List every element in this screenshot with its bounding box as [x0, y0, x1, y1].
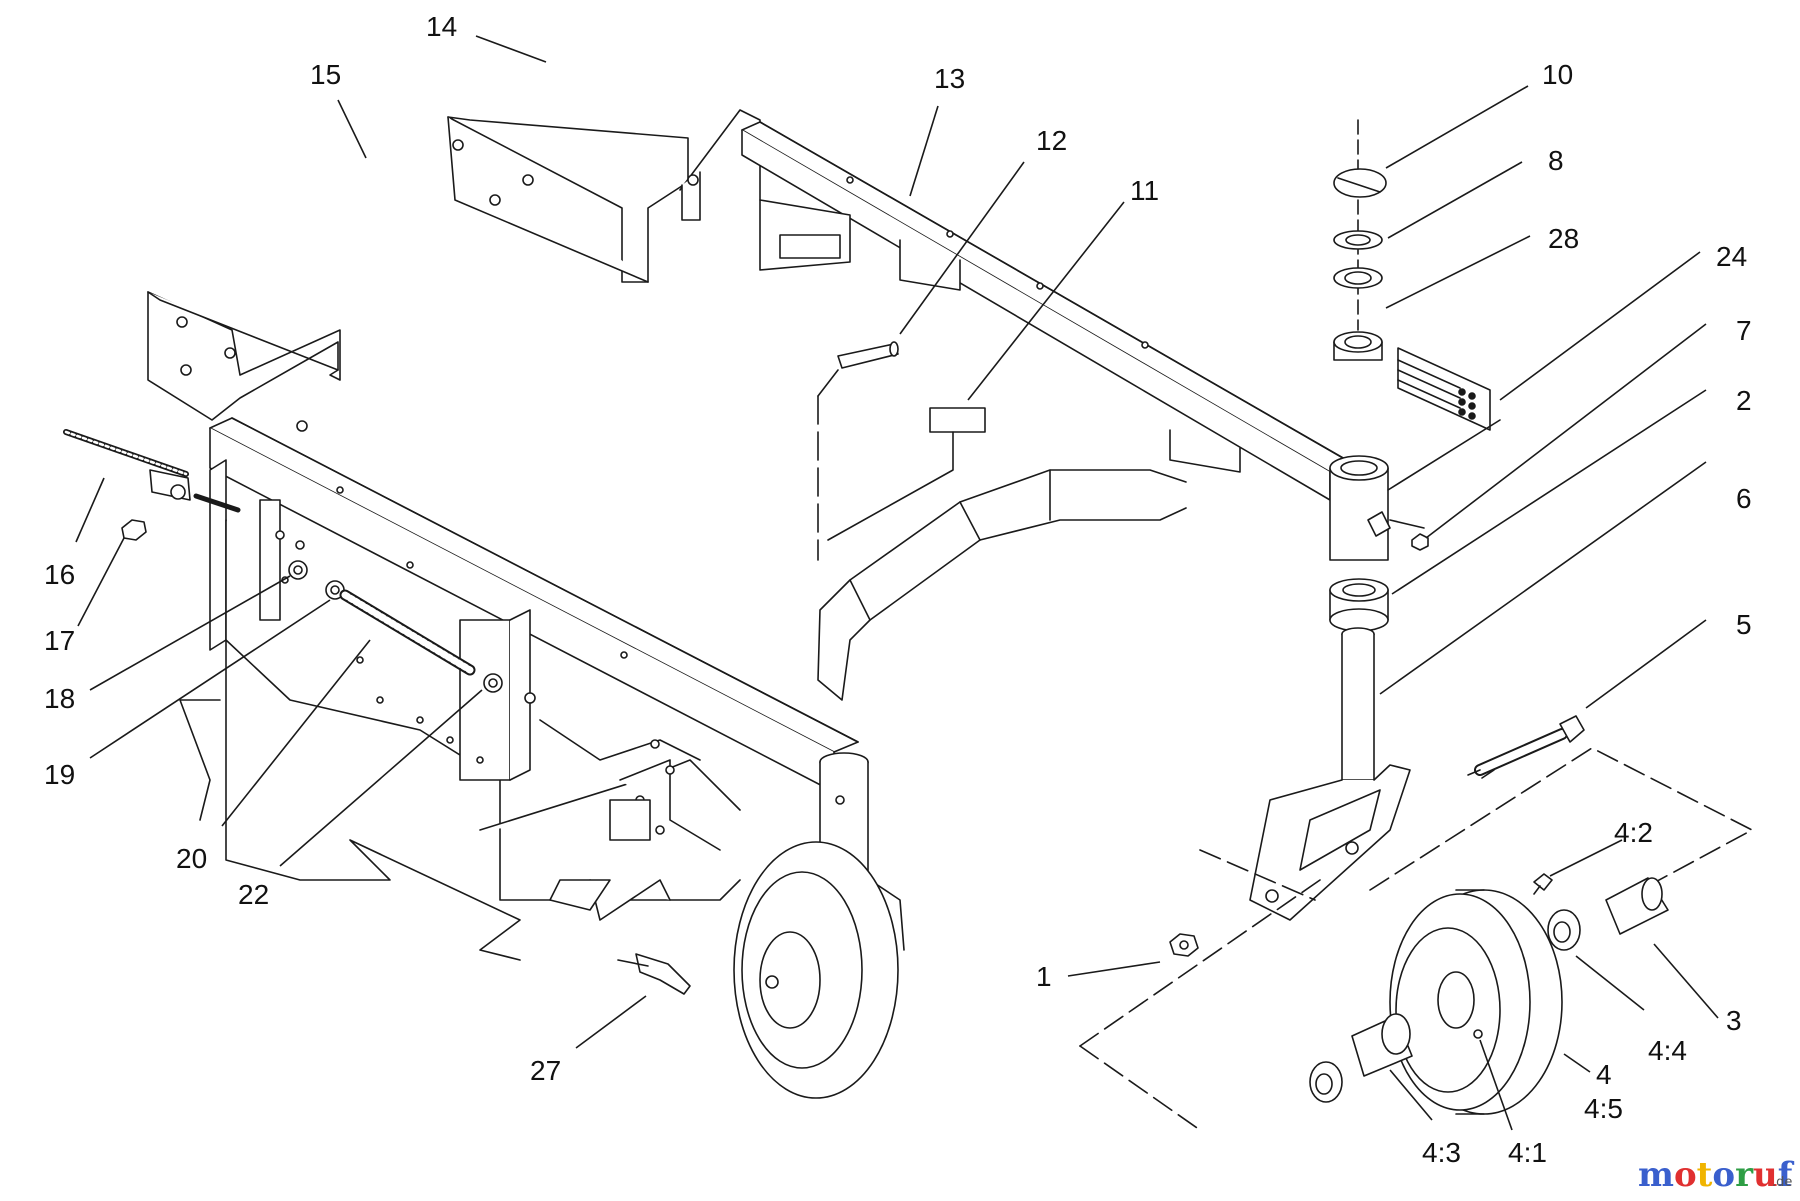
callout-labels: 14 15 13 12 11 10 8 28 24 7 2 6 5 16 17 … — [44, 11, 1752, 1168]
front-cross-tube — [209, 417, 859, 793]
callout-14: 14 — [426, 11, 457, 42]
callout-12: 12 — [1036, 125, 1067, 156]
watermark-suffix: .de — [1772, 1175, 1792, 1190]
right-wheel-4 — [1389, 889, 1563, 1115]
pivot-housing — [1329, 419, 1501, 561]
spacer-3 — [1605, 877, 1669, 935]
callout-24: 24 — [1716, 241, 1747, 272]
callout-4-2: 4:2 — [1614, 817, 1653, 848]
watermark-letter-2: o — [1674, 1155, 1697, 1195]
watermark-letter-6: u — [1753, 1155, 1778, 1195]
spacer-4-3 — [1351, 1013, 1413, 1077]
callout-4-1: 4:1 — [1508, 1137, 1547, 1168]
callout-2: 2 — [1736, 385, 1752, 416]
rear-cross-tube — [741, 121, 1351, 501]
callout-4-5: 4:5 — [1584, 1093, 1623, 1124]
callout-4-4: 4:4 — [1648, 1035, 1687, 1066]
motoruf-watermark: motoruf .de — [1638, 1155, 1795, 1195]
spring-assembly — [288, 560, 503, 693]
callout-4: 4 — [1596, 1059, 1612, 1090]
callout-8: 8 — [1548, 145, 1564, 176]
callout-16: 16 — [44, 559, 75, 590]
watermark-letter-7: f — [1778, 1155, 1795, 1195]
callout-10: 10 — [1542, 59, 1573, 90]
bearing-4-1 — [1309, 1061, 1343, 1103]
clip-27 — [617, 953, 691, 995]
nut-1 — [1169, 933, 1199, 957]
bushing-2 — [1329, 578, 1389, 632]
callout-17: 17 — [44, 625, 75, 656]
callout-4-3: 4:3 — [1422, 1137, 1461, 1168]
watermark-letter-4: o — [1712, 1155, 1735, 1195]
callout-6: 6 — [1736, 483, 1752, 514]
left-mount-plate — [147, 291, 341, 432]
svg-text:motoruf: motoruf — [1638, 1155, 1795, 1195]
leader-lines — [75, 35, 1719, 1131]
rear-mount-bracket — [447, 109, 761, 283]
callout-22: 22 — [238, 879, 269, 910]
caster-arm — [817, 469, 1187, 701]
pin-12 — [817, 341, 899, 561]
callout-27: 27 — [530, 1055, 561, 1086]
callout-7: 7 — [1736, 315, 1752, 346]
callout-11: 11 — [1130, 175, 1159, 206]
watermark-letter-5: r — [1735, 1155, 1754, 1195]
left-caster-wheel — [733, 841, 899, 1099]
callout-19: 19 — [44, 759, 75, 790]
nut-17 — [121, 519, 147, 541]
assembly-outline — [1079, 747, 1753, 1131]
callout-15: 15 — [310, 59, 341, 90]
axle-bolt-5 — [1467, 715, 1585, 779]
threaded-rod-16 — [63, 429, 241, 513]
watermark-letter-3: t — [1697, 1155, 1713, 1195]
callout-3: 3 — [1726, 1005, 1742, 1036]
callout-28: 28 — [1548, 223, 1579, 254]
callout-1: 1 — [1036, 961, 1052, 992]
callout-18: 18 — [44, 683, 75, 714]
bearing-4-4 — [1547, 909, 1581, 951]
pivot-parts-stack — [1333, 119, 1387, 361]
decal-24 — [1397, 347, 1491, 431]
callout-5: 5 — [1736, 609, 1752, 640]
callout-13: 13 — [934, 63, 965, 94]
grease-fitting-4-2 — [1533, 873, 1553, 895]
spindle-6 — [1249, 627, 1411, 921]
watermark-letter-1: m — [1638, 1155, 1674, 1195]
callout-20: 20 — [176, 843, 207, 874]
decal-11 — [827, 407, 986, 541]
